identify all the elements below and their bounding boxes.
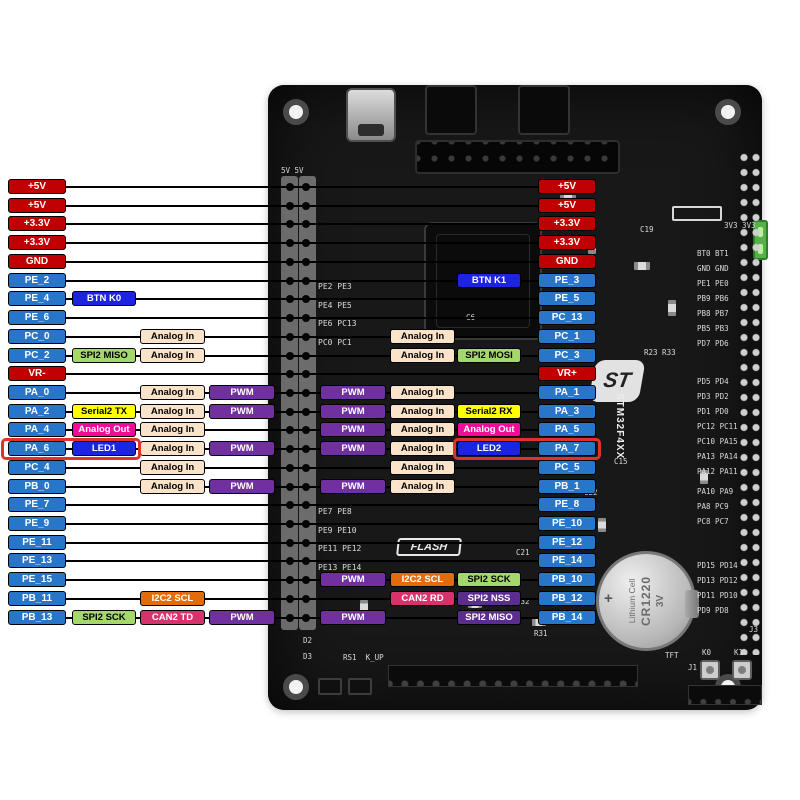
- pwm-badge: PWM: [209, 441, 275, 457]
- btn-k0-badge: BTN K0: [72, 291, 136, 307]
- passive-component: [360, 600, 368, 614]
- battery-voltage: 3V: [654, 594, 666, 608]
- passive-component: [560, 195, 576, 203]
- top-connector: [425, 85, 477, 135]
- analog-out-badge: Analog Out: [72, 422, 136, 438]
- white-connector: [672, 206, 722, 221]
- pin-pa-2: PA_2: [8, 403, 66, 419]
- button-k0: [700, 660, 720, 680]
- pin-3-3v: +3.3V: [8, 235, 66, 251]
- pin-pe-15: PE_15: [8, 572, 66, 588]
- passive-component: [566, 486, 580, 494]
- passive-component: [532, 618, 546, 626]
- pin-pe-11: PE_11: [8, 534, 66, 550]
- pin-pc-2: PC_2: [8, 347, 66, 363]
- passive-component: [598, 518, 606, 532]
- mounting-hole: [715, 99, 741, 125]
- spi2-sck-badge: SPI2 SCK: [72, 609, 136, 625]
- pin-pe-9: PE_9: [8, 516, 66, 531]
- pin-5v: +5V: [8, 179, 66, 194]
- passive-component: [668, 300, 676, 316]
- pin-pb-13: PB_13: [8, 609, 66, 625]
- pcb-board: ST STM32F4XX FLASH + Lithium Cell CR1220…: [268, 85, 768, 710]
- serial2-tx-badge: Serial2 TX: [72, 403, 136, 419]
- pin-pb-0: PB_0: [8, 478, 66, 494]
- mini-usb-connector: [346, 88, 396, 142]
- pin-pc-4: PC_4: [8, 459, 66, 475]
- header-socket: [415, 140, 620, 174]
- mcu-name-label: STM32F4XX: [614, 393, 625, 460]
- led1-badge: LED1: [72, 441, 136, 457]
- top-connector: [518, 85, 570, 135]
- passive-component: [468, 600, 482, 608]
- battery-polarity: +: [604, 590, 613, 607]
- pin-3-3v: +3.3V: [8, 216, 66, 232]
- spi2-miso-badge: SPI2 MISO: [72, 347, 136, 363]
- i2c2-scl-badge: I2C2 SCL: [140, 590, 205, 606]
- pin-gnd: GND: [8, 253, 66, 269]
- pwm-badge: PWM: [209, 384, 275, 400]
- pin-5v: +5V: [8, 197, 66, 213]
- battery-model: CR1220: [638, 575, 653, 627]
- coin-battery: + Lithium Cell CR1220 3V: [596, 551, 699, 651]
- pin-pe-13: PE_13: [8, 553, 66, 569]
- bottom-header: [388, 665, 638, 687]
- pin-pa-6: PA_6: [8, 441, 66, 457]
- can2-td-badge: CAN2 TD: [140, 609, 205, 625]
- edge-pads: [738, 150, 762, 655]
- st-logo-text: ST: [601, 369, 633, 392]
- passive-component: [588, 238, 596, 254]
- passive-component: [634, 262, 650, 270]
- analog-in-badge: Analog In: [140, 478, 205, 494]
- pin-vr: VR-: [8, 366, 66, 382]
- pwm-badge: PWM: [209, 609, 275, 625]
- passive-component: [700, 470, 708, 484]
- highlight-box: [1, 438, 141, 461]
- mcu-chip: [424, 222, 542, 340]
- analog-in-badge: Analog In: [140, 384, 205, 400]
- analog-in-badge: Analog In: [140, 422, 205, 438]
- pin-pc-0: PC_0: [8, 328, 66, 344]
- pin-pa-4: PA_4: [8, 422, 66, 438]
- pin-pe-6: PE_6: [8, 310, 66, 325]
- pwm-badge: PWM: [209, 478, 275, 494]
- analog-in-badge: Analog In: [140, 441, 205, 457]
- pin-pe-2: PE_2: [8, 272, 66, 288]
- pin-pa-0: PA_0: [8, 384, 66, 400]
- flash-label: FLASH: [396, 538, 462, 556]
- button-reset: [318, 678, 342, 695]
- corner-header: [688, 685, 762, 705]
- pin-pe-4: PE_4: [8, 291, 66, 307]
- analog-in-badge: Analog In: [140, 347, 205, 363]
- mounting-hole: [283, 674, 309, 700]
- pwm-badge: PWM: [209, 403, 275, 419]
- battery-brand: Lithium Cell: [626, 578, 637, 624]
- button-wakeup: [348, 678, 372, 695]
- button-k1: [732, 660, 752, 680]
- battery-clip: [685, 590, 699, 618]
- battery-text: Lithium Cell CR1220 3V: [599, 554, 693, 648]
- pin-pe-7: PE_7: [8, 497, 66, 513]
- analog-in-badge: Analog In: [140, 403, 205, 419]
- header-strip: [281, 176, 298, 630]
- analog-in-badge: Analog In: [140, 459, 205, 475]
- pin-pb-11: PB_11: [8, 590, 66, 606]
- header-strip: [299, 176, 316, 630]
- mounting-hole: [283, 99, 309, 125]
- analog-in-badge: Analog In: [140, 328, 205, 344]
